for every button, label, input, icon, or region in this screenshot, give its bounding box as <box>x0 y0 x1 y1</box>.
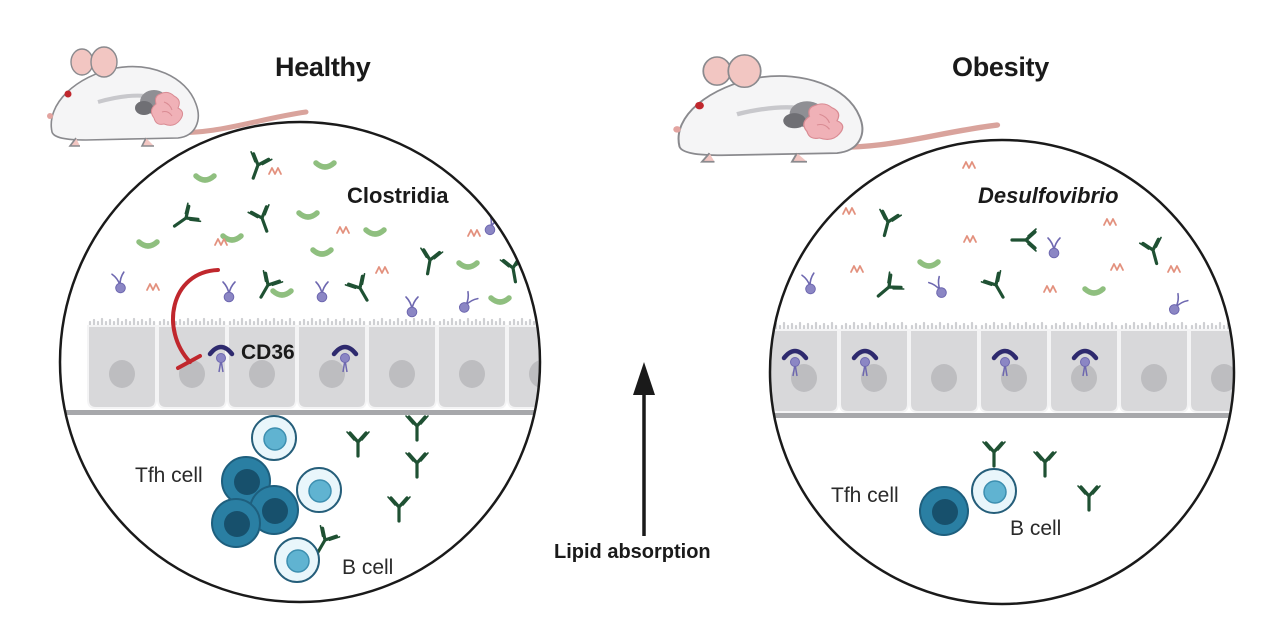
lipid-absorption-label: Lipid absorption <box>554 541 711 563</box>
healthy-bcell-label: B cell <box>342 556 394 579</box>
obesity-b-cell <box>971 468 1017 514</box>
obesity-title: Obesity <box>952 52 1049 82</box>
obesity-panel <box>768 138 1236 606</box>
obesity-tfh-cell <box>919 486 969 536</box>
healthy-tfh-label: Tfh cell <box>135 464 203 487</box>
healthy-bacteria-label: Clostridia <box>347 183 449 208</box>
healthy-panel <box>58 120 542 604</box>
healthy-epithelium <box>60 317 540 415</box>
healthy-title: Healthy <box>275 52 371 82</box>
cd36-label: CD36 <box>241 341 295 364</box>
obesity-tfh-label: Tfh cell <box>831 484 899 507</box>
lipid-absorption-arrow <box>633 362 655 536</box>
obesity-bcell-label: B cell <box>1010 517 1062 540</box>
obesity-bacteria-label: Desulfovibrio <box>978 183 1119 208</box>
inhibition-arrow-icon <box>171 268 220 370</box>
obesity-epithelium <box>770 321 1234 418</box>
